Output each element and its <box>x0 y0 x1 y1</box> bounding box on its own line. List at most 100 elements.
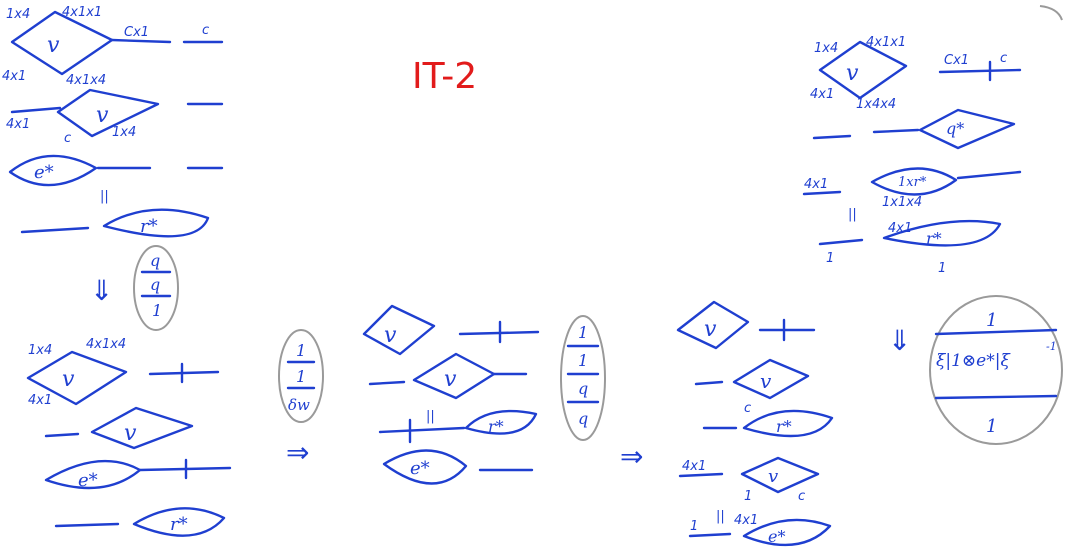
right-arrow-1: ⇒ <box>286 436 309 469</box>
dim-label-4x1: 4x1 <box>810 87 834 102</box>
v-symbol-10: v <box>846 61 859 86</box>
oval-c-item: q <box>578 379 588 398</box>
dim-label-4x1: 4x1 <box>682 459 706 474</box>
e-star-symbol-4: e* <box>768 527 785 546</box>
e-star-symbol-3: e* <box>410 458 430 479</box>
formula-sup: -1 <box>1046 340 1057 353</box>
right-top-block: v 1x4 4x1x1 4x1 1x4x4 Cx1 c q* 4x1 1xr* … <box>804 35 1020 276</box>
dim-label-1x4: 1x4 <box>28 343 52 358</box>
equals-sign: || <box>426 409 435 424</box>
leg-line <box>112 40 170 42</box>
leg-line <box>804 192 840 194</box>
leg-line <box>814 136 850 138</box>
dim-label-1x4: 1x4 <box>814 41 838 56</box>
dim-label-cx1: Cx1 <box>944 53 969 68</box>
oval-a-item: q <box>150 275 160 294</box>
q-star-symbol: q* <box>946 119 964 138</box>
formula-bottom: 1 <box>986 416 997 437</box>
dim-label-4x1x1: 4x1x1 <box>62 5 102 20</box>
r-star-symbol-1: r* <box>140 216 158 237</box>
equals-sign: || <box>848 207 857 222</box>
leg-line <box>940 70 1020 72</box>
r-star-symbol-4: r* <box>776 417 792 436</box>
oval-a-item: q <box>150 251 160 270</box>
v-symbol-4: v <box>124 421 137 446</box>
leg-line <box>56 524 118 526</box>
dim-label-4x1: 4x1 <box>734 513 758 528</box>
oval-c: 1 1 q q <box>561 316 605 440</box>
leg-line <box>680 474 722 476</box>
dim-label-cx1: Cx1 <box>124 25 149 40</box>
oval-c-item: 1 <box>578 323 588 342</box>
e-star-symbol-1: e* <box>34 162 54 183</box>
label-c: c <box>798 489 805 504</box>
e-star-symbol-2: e* <box>78 470 98 491</box>
equals-sign: || <box>716 509 725 524</box>
dim-label-4x1: 4x1 <box>28 393 52 408</box>
leg-line <box>370 382 404 384</box>
v-symbol-6: v <box>444 367 457 392</box>
one-x-r-star-symbol: 1xr* <box>898 175 927 190</box>
v-diamond-9 <box>742 458 818 492</box>
leg-line <box>150 372 218 374</box>
equals-sign: || <box>100 189 109 204</box>
oval-a: q q 1 <box>134 246 178 330</box>
oval-b: 1 1 δw <box>279 330 323 422</box>
v-symbol-2: v <box>96 103 109 128</box>
dim-label-4x1x4: 4x1x4 <box>66 73 106 88</box>
v-symbol-7: v <box>704 317 717 342</box>
left-bottom-block: v 1x4 4x1x4 4x1 v e* r* <box>28 337 230 536</box>
leg-line <box>380 428 464 432</box>
leg-line <box>958 172 1020 178</box>
dim-label-4x1x1: 4x1x1 <box>866 35 906 50</box>
v-symbol-3: v <box>62 367 75 392</box>
formula-top: 1 <box>986 310 997 331</box>
leg-line <box>874 130 918 132</box>
oval-c-item: q <box>578 409 588 428</box>
leg-line <box>690 534 730 536</box>
v-symbol-8: v <box>760 369 772 393</box>
leg-line <box>696 382 722 384</box>
label-c: c <box>744 401 751 416</box>
leg-line <box>22 228 88 232</box>
label-c: c <box>202 23 209 38</box>
leg-line <box>12 108 60 112</box>
oval-b-item: 1 <box>296 367 306 386</box>
label-one: 1 <box>826 251 834 266</box>
dim-label-1x1: 1x1x4 <box>882 195 922 210</box>
oval-formula: 1 ξ|1⊗e*|ξ -1 1 <box>930 296 1062 444</box>
label-c: c <box>1000 51 1007 66</box>
v-diamond-4 <box>92 408 192 448</box>
dim-label-1x4x4: 1x4x4 <box>856 97 896 112</box>
q-star-diamond <box>920 110 1014 148</box>
dim-label-1x4: 1x4 <box>6 7 30 22</box>
oval-a-item: 1 <box>152 301 162 320</box>
formula-middle: ξ|1⊗e*|ξ <box>936 351 1011 371</box>
label-c: c <box>64 131 71 146</box>
v-symbol-9: v <box>768 466 778 487</box>
oval-c-item: 1 <box>578 351 588 370</box>
diagram-title: IT-2 <box>412 56 477 97</box>
dim-label-4x1: 4x1 <box>804 177 828 192</box>
v-diamond-5 <box>364 306 434 354</box>
left-top-block: v 1x4 4x1x1 4x1 4x1x4 Cx1 c v 4x1 c 1x4 … <box>2 5 222 237</box>
dim-label-4x1x4: 4x1x4 <box>86 337 126 352</box>
v-symbol-5: v <box>384 323 397 348</box>
oval-b-item: δw <box>288 396 310 414</box>
leg-line <box>46 434 78 436</box>
r-star-symbol-2: r* <box>170 514 188 535</box>
middle-block: v v || r* e* <box>364 306 538 484</box>
dim-label-4x1: 4x1 <box>6 117 30 132</box>
corner-pencil-mark <box>1040 6 1062 20</box>
v-symbol-1: v <box>47 33 60 58</box>
down-arrow-2: ⇓ <box>888 324 911 357</box>
r-star-symbol-3: r* <box>488 417 504 436</box>
down-arrow-1: ⇓ <box>90 274 113 307</box>
dim-label-4x1: 4x1 <box>2 69 26 84</box>
fraction-bar <box>936 396 1056 398</box>
leg-line <box>820 240 862 244</box>
right-middle-block: v v c r* 4x1 v 1 c || 1 4x1 e* <box>678 302 832 546</box>
label-one: 1 <box>744 489 752 504</box>
oval-b-item: 1 <box>296 341 306 360</box>
